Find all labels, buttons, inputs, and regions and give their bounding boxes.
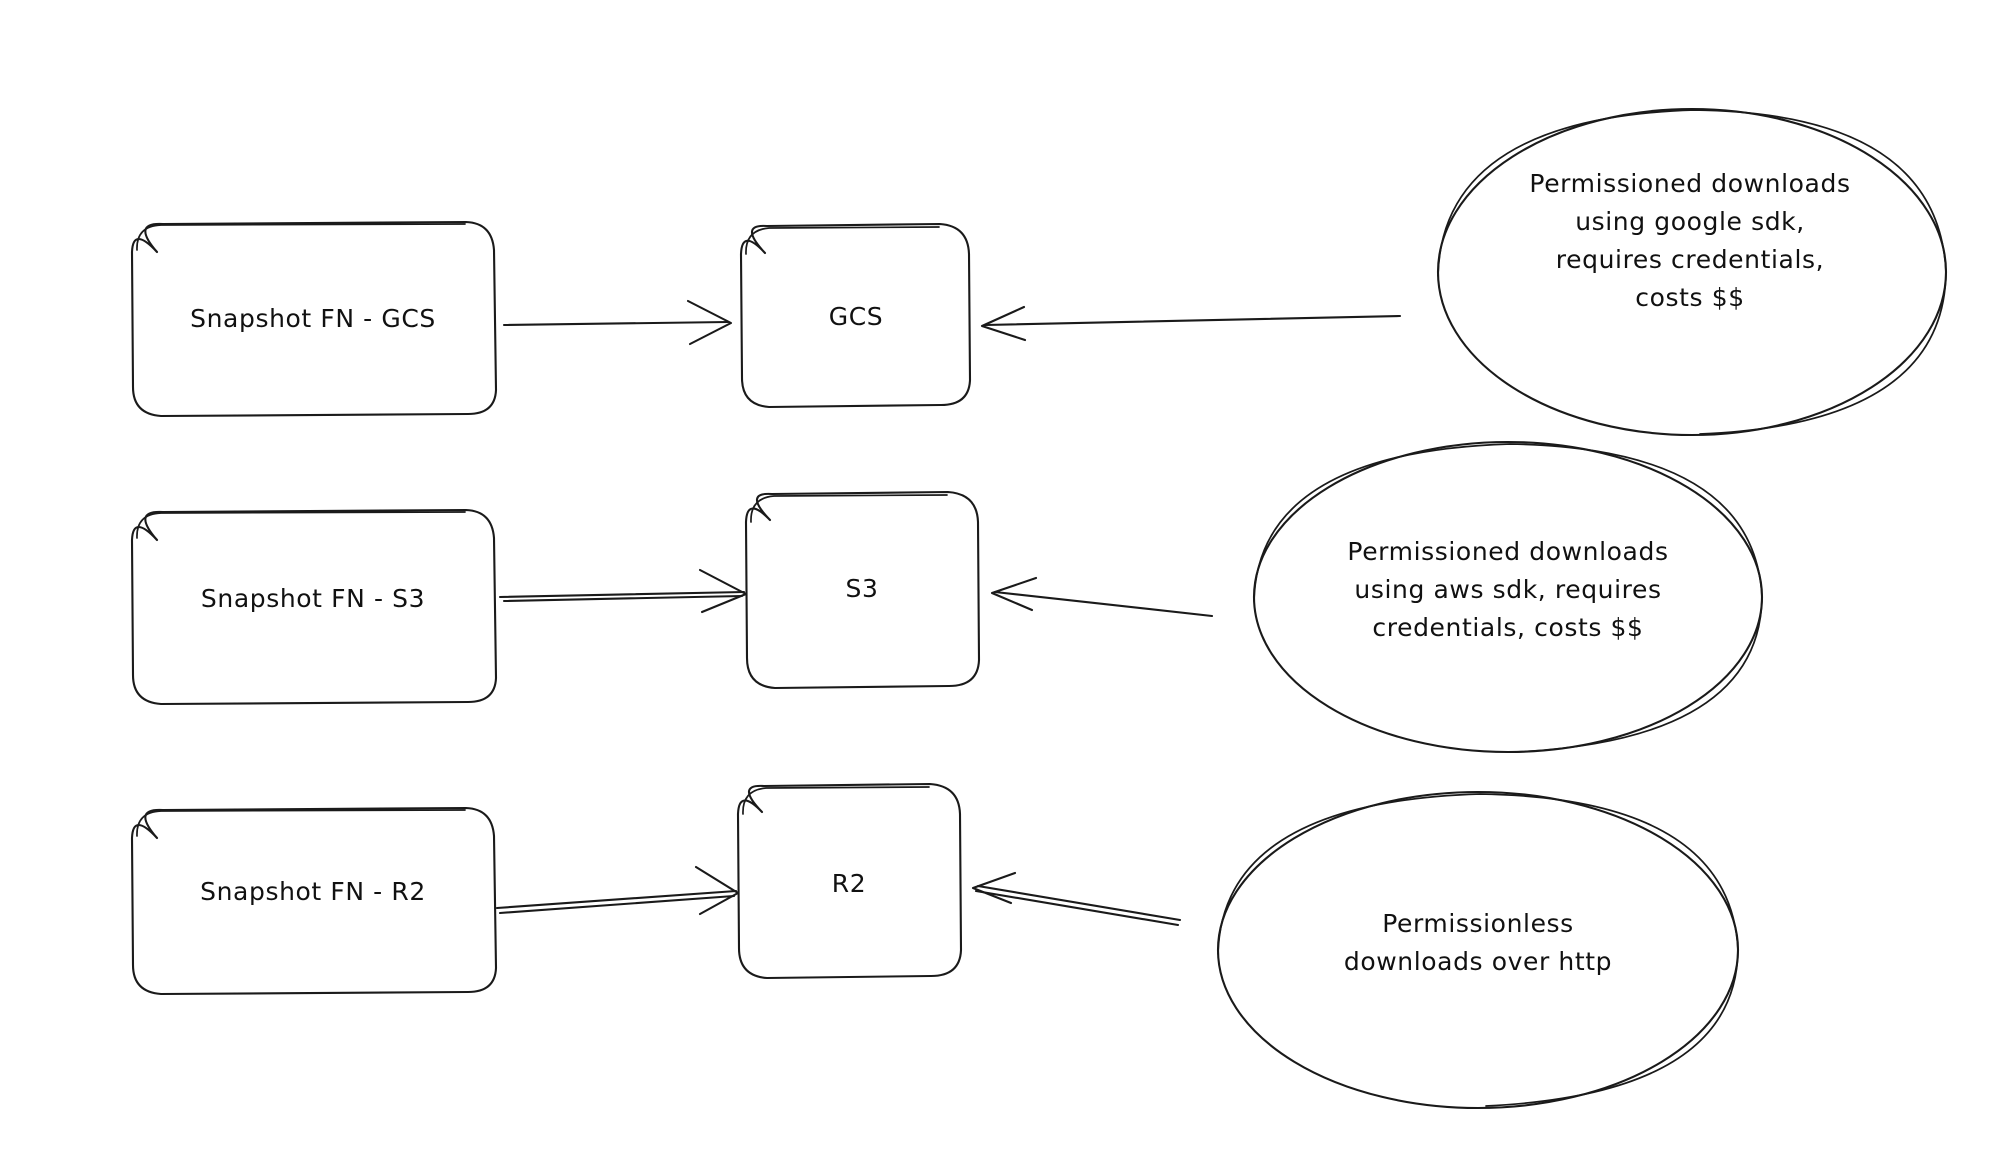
node-r2[interactable]: R2 <box>736 782 963 980</box>
node-label-s3: S3 <box>846 574 879 603</box>
node-label-snapshot-fn-r2: Snapshot FN - R2 <box>200 877 426 906</box>
node-snapshot-fn-r2[interactable]: Snapshot FN - R2 <box>130 806 498 996</box>
node-snapshot-fn-s3[interactable]: Snapshot FN - S3 <box>130 508 498 706</box>
arrow-note-s3-to-s3 <box>990 576 1214 618</box>
arrow-snapshot-fn-s3-to-s3 <box>498 568 748 614</box>
node-label-gcs: GCS <box>829 302 884 331</box>
row-r2: Snapshot FN - R2 R2 <box>130 782 1740 1110</box>
arrow-snapshot-fn-gcs-to-gcs <box>502 299 733 346</box>
arrow-note-gcs-to-gcs <box>980 305 1402 342</box>
node-label-snapshot-fn-gcs: Snapshot FN - GCS <box>190 304 436 333</box>
note-r2[interactable]: Permissionless downloads over http <box>1216 790 1740 1110</box>
node-label-r2: R2 <box>832 869 866 898</box>
node-gcs[interactable]: GCS <box>739 222 972 409</box>
note-s3-line-1: Permissioned downloads <box>1347 537 1668 566</box>
arrow-note-r2-to-r2 <box>971 871 1182 927</box>
note-gcs-line-3: requires credentials, <box>1556 245 1824 274</box>
note-s3-line-3: credentials, costs $$ <box>1372 613 1643 642</box>
note-s3[interactable]: Permissioned downloads using aws sdk, re… <box>1252 440 1764 754</box>
node-snapshot-fn-gcs[interactable]: Snapshot FN - GCS <box>130 220 498 418</box>
note-gcs-line-4: costs $$ <box>1635 283 1744 312</box>
note-gcs[interactable]: Permissioned downloads using google sdk,… <box>1436 107 1948 437</box>
node-s3[interactable]: S3 <box>744 490 981 690</box>
row-s3: Snapshot FN - S3 S3 <box>130 440 1764 754</box>
note-r2-line-2: downloads over http <box>1344 947 1612 976</box>
note-gcs-line-2: using google sdk, <box>1575 207 1805 236</box>
note-gcs-line-1: Permissioned downloads <box>1529 169 1850 198</box>
row-gcs: Snapshot FN - GCS GCS Pe <box>130 107 1948 437</box>
arrow-snapshot-fn-r2-to-r2 <box>495 865 740 916</box>
note-s3-line-2: using aws sdk, requires <box>1354 575 1661 604</box>
note-r2-line-1: Permissionless <box>1382 909 1574 938</box>
node-label-snapshot-fn-s3: Snapshot FN - S3 <box>201 584 425 613</box>
